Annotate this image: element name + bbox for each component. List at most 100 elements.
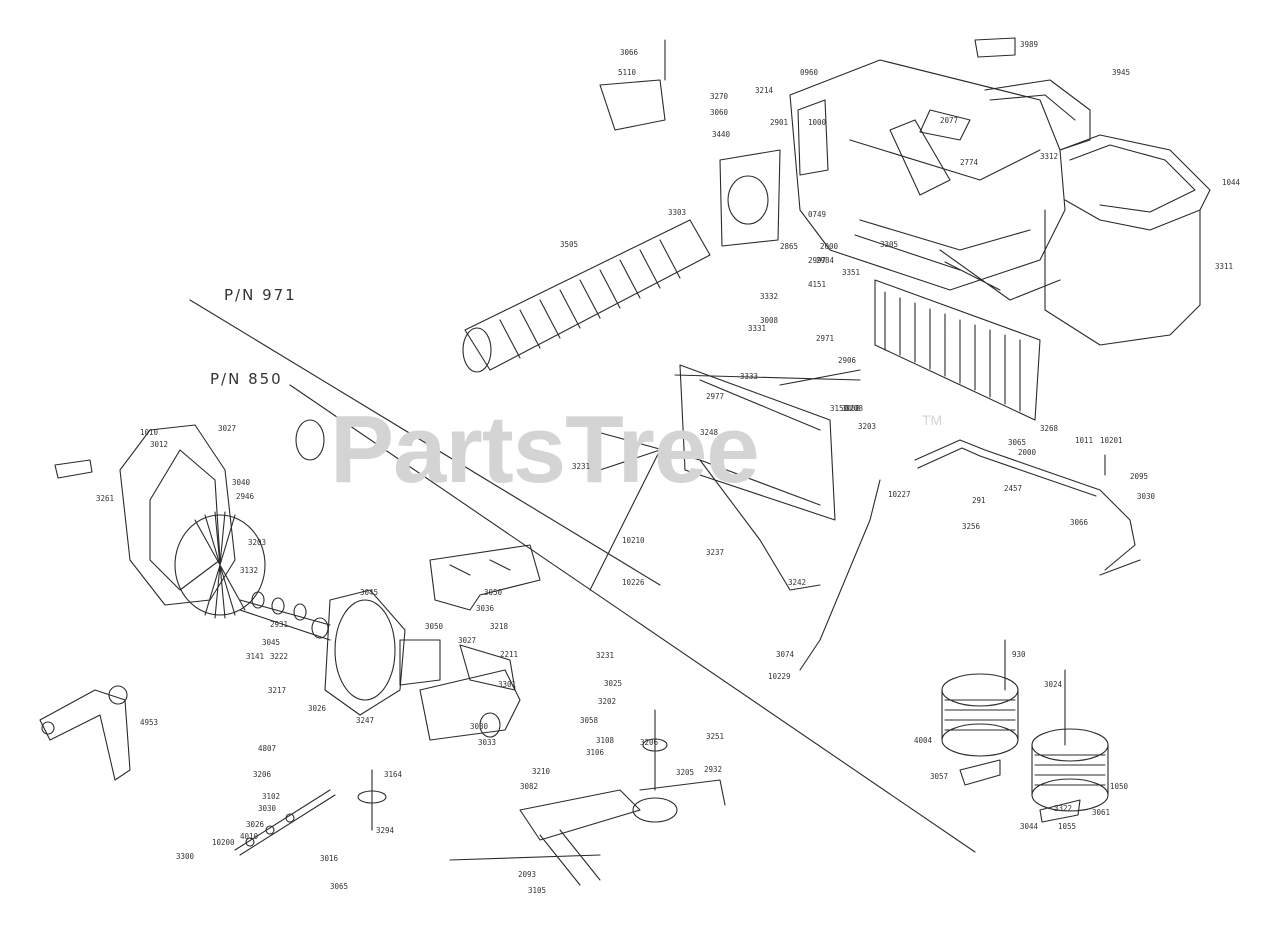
part-callout[interactable]: 3008 — [760, 316, 779, 325]
part-callout[interactable]: 3331 — [748, 324, 767, 333]
part-callout[interactable]: 1000 — [808, 118, 827, 127]
part-callout[interactable]: 3210 — [532, 767, 551, 776]
part-callout[interactable]: 3989 — [1020, 40, 1039, 49]
part-callout[interactable]: 2000 — [1018, 448, 1037, 457]
part-callout[interactable]: 3256 — [962, 522, 981, 531]
part-callout[interactable]: 3311 — [1215, 262, 1234, 271]
part-callout[interactable]: 2865 — [780, 242, 799, 251]
part-callout[interactable]: 3065 — [1008, 438, 1027, 447]
part-callout[interactable]: 10200 — [212, 838, 235, 847]
part-callout[interactable]: 2095 — [1130, 472, 1149, 481]
part-callout[interactable]: 3045 — [262, 638, 281, 647]
part-callout[interactable]: 3066 — [620, 48, 639, 57]
part-callout[interactable]: 3214 — [755, 86, 774, 95]
part-callout[interactable]: 3044 — [1020, 822, 1039, 831]
part-callout[interactable]: 3440 — [712, 130, 731, 139]
part-callout[interactable]: 3025 — [604, 679, 623, 688]
part-callout[interactable]: 3231 — [596, 651, 615, 660]
part-callout[interactable]: 10201 — [1100, 436, 1123, 445]
part-callout[interactable]: 3024 — [1044, 680, 1063, 689]
part-callout[interactable]: 10210 — [622, 536, 645, 545]
part-callout[interactable]: 3060 — [710, 108, 729, 117]
part-callout[interactable]: 1010 — [140, 428, 159, 437]
part-callout[interactable]: 3106 — [586, 748, 605, 757]
part-callout[interactable]: 2211 — [500, 650, 519, 659]
part-callout[interactable]: 3237 — [706, 548, 725, 557]
part-callout[interactable]: 3332 — [760, 292, 779, 301]
part-callout[interactable]: 3294 — [376, 826, 395, 835]
part-callout[interactable]: 3105 — [528, 886, 547, 895]
part-callout[interactable]: 3102 — [262, 792, 281, 801]
part-callout[interactable]: 1055 — [1058, 822, 1077, 831]
part-callout[interactable]: 3132 — [240, 566, 259, 575]
part-callout[interactable]: 2997 — [808, 256, 827, 265]
part-callout[interactable]: 3261 — [96, 494, 115, 503]
part-callout[interactable]: 3082 — [520, 782, 539, 791]
part-callout[interactable]: 3205 — [676, 768, 695, 777]
part-callout[interactable]: 3050 — [425, 622, 444, 631]
part-callout[interactable]: 3008 — [842, 404, 861, 413]
part-callout[interactable]: 3305 — [880, 240, 899, 249]
part-callout[interactable]: 3231 — [572, 462, 591, 471]
part-callout[interactable]: 930 — [1012, 650, 1026, 659]
part-callout[interactable]: 10226 — [622, 578, 645, 587]
part-callout[interactable]: 3351 — [842, 268, 861, 277]
part-callout[interactable]: 3202 — [598, 697, 617, 706]
part-callout[interactable]: 3248 — [700, 428, 719, 437]
part-callout[interactable]: 2977 — [706, 392, 725, 401]
part-callout[interactable]: 3061 — [1092, 808, 1111, 817]
part-callout[interactable]: 2093 — [518, 870, 537, 879]
part-callout[interactable]: 5110 — [618, 68, 637, 77]
part-callout[interactable]: 2971 — [816, 334, 835, 343]
part-callout[interactable]: 3012 — [150, 440, 169, 449]
part-callout[interactable]: 3065 — [330, 882, 349, 891]
part-callout[interactable]: 3218 — [490, 622, 509, 631]
part-callout[interactable]: 3322 — [1054, 804, 1073, 813]
part-callout[interactable]: 3066 — [1070, 518, 1089, 527]
part-callout[interactable]: 4807 — [258, 744, 277, 753]
part-callout[interactable]: 10229 — [768, 672, 791, 681]
part-callout[interactable]: 2946 — [236, 492, 255, 501]
part-callout[interactable]: 3300 — [176, 852, 195, 861]
part-callout[interactable]: 3164 — [384, 770, 403, 779]
part-callout[interactable]: 3217 — [268, 686, 287, 695]
part-callout[interactable]: 3203 — [858, 422, 877, 431]
part-callout[interactable]: 3301 — [498, 680, 517, 689]
part-callout[interactable]: 1044 — [1222, 178, 1241, 187]
part-callout[interactable]: 2774 — [960, 158, 979, 167]
part-callout[interactable]: 3030 — [470, 722, 489, 731]
part-callout[interactable]: 4953 — [140, 718, 159, 727]
part-callout[interactable]: 3027 — [458, 636, 477, 645]
part-callout[interactable]: 2906 — [838, 356, 857, 365]
part-callout[interactable]: 3074 — [776, 650, 795, 659]
part-callout[interactable]: 3040 — [232, 478, 251, 487]
part-callout[interactable]: 4010 — [240, 832, 259, 841]
part-callout[interactable]: 3057 — [930, 772, 949, 781]
part-callout[interactable]: 1050 — [1110, 782, 1129, 791]
part-callout[interactable]: 3203 — [248, 538, 267, 547]
part-callout[interactable]: 3208 — [845, 404, 864, 413]
part-callout[interactable]: 3027 — [218, 424, 237, 433]
part-callout[interactable]: 3270 — [710, 92, 729, 101]
part-callout[interactable]: 3303 — [668, 208, 687, 217]
part-callout[interactable]: 2901 — [770, 118, 789, 127]
part-callout[interactable]: 3016 — [320, 854, 339, 863]
part-callout[interactable]: 3222 — [270, 652, 289, 661]
part-callout[interactable]: 3333 — [740, 372, 759, 381]
part-callout[interactable]: 3108 — [596, 736, 615, 745]
part-callout[interactable]: 3026 — [246, 820, 265, 829]
part-callout[interactable]: 2077 — [940, 116, 959, 125]
part-callout[interactable]: 0749 — [808, 210, 827, 219]
part-callout[interactable]: 3045 — [360, 588, 379, 597]
part-callout[interactable]: 0960 — [800, 68, 819, 77]
part-callout[interactable]: 2932 — [704, 765, 723, 774]
part-callout[interactable]: 291 — [972, 496, 986, 505]
part-callout[interactable]: 2984 — [816, 256, 835, 265]
part-callout[interactable]: 3030 — [1137, 492, 1156, 501]
part-callout[interactable]: 3036 — [476, 604, 495, 613]
part-callout[interactable]: 3247 — [356, 716, 375, 725]
part-callout[interactable]: 3150 — [830, 404, 849, 413]
part-callout[interactable]: 3251 — [706, 732, 725, 741]
part-callout[interactable]: 3505 — [560, 240, 579, 249]
part-callout[interactable]: 3206 — [253, 770, 272, 779]
